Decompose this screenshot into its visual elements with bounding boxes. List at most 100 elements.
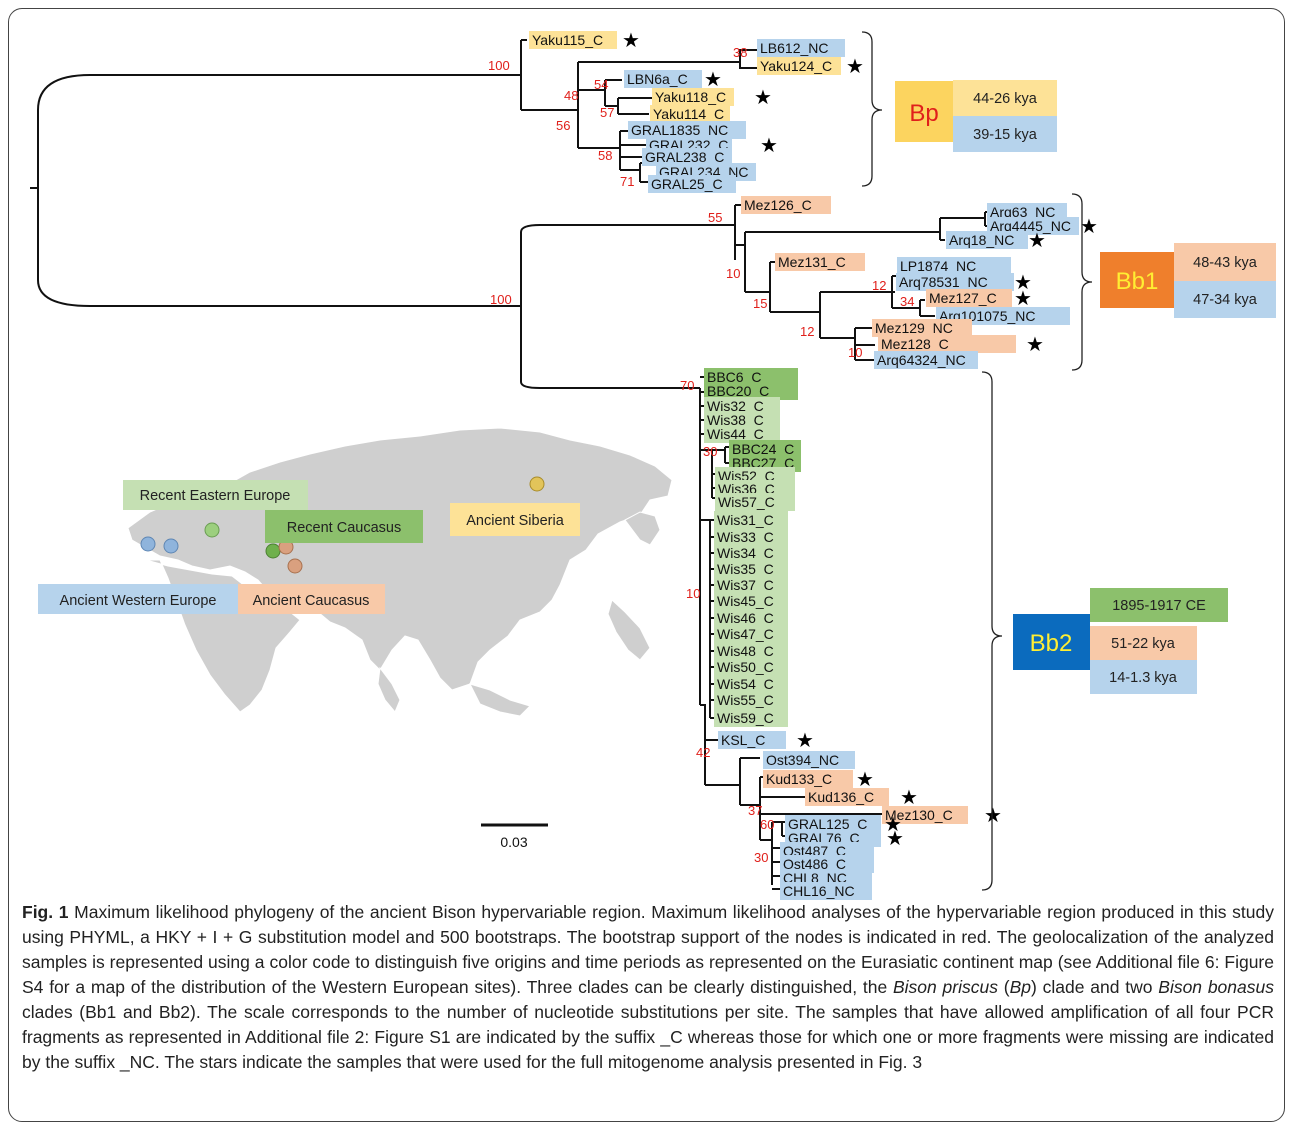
marker-ancient-western-europe-2 (163, 538, 179, 554)
tip-label: Wis35_C (717, 561, 774, 577)
tip-label: KSL_C (721, 732, 765, 748)
tip-box (897, 257, 1011, 275)
tip-box (987, 217, 1079, 235)
bootstrap-bp-57: 57 (600, 105, 614, 120)
tip-box (704, 411, 780, 429)
tip-label: LBN6a_C (627, 71, 688, 87)
tip-box (714, 592, 788, 610)
tip-box (780, 882, 872, 900)
bootstrap-bp-54: 54 (594, 77, 608, 92)
tip-box (946, 231, 1028, 249)
tip-label: GRAL25_C (651, 176, 723, 192)
star-icon: ★ (886, 828, 904, 850)
bootstrap-bp-root: 100 (488, 58, 510, 73)
bootstrap-bp-48: 48 (564, 88, 578, 103)
tip-label: Wis44_C (707, 426, 764, 442)
bootstrap-values: 100 48 38 54 57 56 58 71 100 55 10 15 12… (488, 45, 914, 865)
star-icon: ★ (846, 56, 864, 78)
tip-box (704, 382, 798, 400)
bootstrap-bb2-42: 42 (696, 745, 710, 760)
period-box-bb2-3 (1090, 660, 1197, 694)
bootstrap-bp-58: 58 (598, 148, 612, 163)
phylogeny-figure: Recent Eastern Europe Recent Caucasus An… (30, 30, 1276, 900)
marker-recent-caucasus (265, 543, 281, 559)
tip-box (624, 70, 702, 88)
tip-label: Kud133_C (766, 771, 832, 787)
tip-label: Wis33_C (717, 529, 774, 545)
star-icon: ★ (704, 69, 722, 91)
period-bb1-1: 48-43 kya (1193, 255, 1258, 271)
bootstrap-bp-71: 71 (620, 174, 634, 189)
tip-box (780, 855, 874, 873)
tip-label: Wis57_C (718, 494, 775, 510)
tip-box (714, 642, 788, 660)
caption-species-2: Bison bonasus (1158, 977, 1274, 997)
period-box-bp-2 (953, 116, 1057, 152)
clade-labels: Bp 44-26 kya 39-15 kya Bb1 48-43 kya 47-… (895, 80, 1276, 694)
tip-label: Arq64324_NC (877, 352, 966, 368)
tip-box (987, 203, 1067, 221)
period-bb2-2: 51-22 kya (1111, 636, 1176, 652)
tip-label: Yaku114_C (653, 106, 724, 122)
legend-label-recent-eastern-europe: Recent Eastern Europe (140, 488, 291, 504)
tip-label: BBC6_C (707, 369, 761, 385)
tip-label: Yaku115_C (532, 32, 603, 48)
map-markers (140, 476, 545, 574)
tip-box (872, 319, 972, 337)
tip-label: Mez130_C (885, 807, 953, 823)
bootstrap-bb1-12a: 12 (872, 278, 886, 293)
tip-label: Arq78531_NC (899, 274, 988, 290)
bootstrap-bp-38: 38 (733, 45, 747, 60)
period-bb2-3: 14-1.3 kya (1109, 670, 1178, 686)
tip-box (896, 273, 1014, 291)
clade-name-bb2: Bb2 (1030, 630, 1073, 657)
clade-brackets (861, 31, 1093, 891)
tip-label: Mez131_C (778, 254, 846, 270)
tip-label: Wis59_C (717, 710, 774, 726)
tip-label: Kud136_C (808, 789, 874, 805)
star-icon: ★ (1014, 288, 1032, 310)
star-icon: ★ (1080, 216, 1098, 238)
clade-box-bb1 (1100, 252, 1174, 308)
marker-ancient-siberia (529, 476, 545, 492)
bootstrap-bb2-10: 10 (686, 586, 700, 601)
tip-label: LB612_NC (760, 40, 829, 56)
bootstrap-bb2-37: 37 (748, 803, 762, 818)
tip-box (652, 88, 734, 106)
tip-label: Wis47_C (717, 626, 774, 642)
bootstrap-bb1-10a: 10 (726, 266, 740, 281)
tree-branches (30, 39, 987, 890)
legend-box-recent-eastern-europe (123, 480, 308, 510)
tip-label: Wis37_C (717, 577, 774, 593)
scale-bar-label: 0.03 (500, 834, 527, 850)
tip-box (648, 175, 736, 193)
star-icon: ★ (760, 135, 778, 157)
tip-box (874, 351, 978, 369)
tip-label: Wis50_C (717, 659, 774, 675)
tip-box (714, 658, 788, 676)
tree-tip-labels: Yaku115_C ★ LB612_NC Yaku124_C ★ LBN6a_C ★ Yaku… (529, 30, 1098, 900)
tip-box (714, 709, 788, 727)
tip-box (650, 105, 730, 123)
tip-box (714, 544, 788, 562)
bootstrap-bb2-30b: 30 (754, 850, 768, 865)
legend-label-ancient-caucasus: Ancient Caucasus (253, 593, 370, 609)
period-bp-2: 39-15 kya (973, 127, 1038, 143)
bootstrap-bb1-10b: 10 (848, 345, 862, 360)
tip-label: Wis32_C (707, 398, 764, 414)
tip-label: GRAL125_C (788, 816, 867, 832)
tip-label: Wis38_C (707, 412, 764, 428)
tip-box (529, 31, 617, 49)
clade-name-bp: Bp (909, 100, 938, 127)
star-icon: ★ (900, 787, 918, 809)
tip-label: Yaku124_C (760, 58, 832, 74)
figure-frame (8, 8, 1285, 1122)
tip-label: Mez126_C (744, 197, 812, 213)
tip-label: CHL16_NC (783, 883, 855, 899)
tip-box (714, 576, 788, 594)
clade-box-bb2 (1013, 614, 1090, 670)
tip-label: BBC20_C (707, 383, 769, 399)
tip-box (757, 39, 845, 57)
tip-label: Wis48_C (717, 643, 774, 659)
tip-box (741, 196, 831, 214)
